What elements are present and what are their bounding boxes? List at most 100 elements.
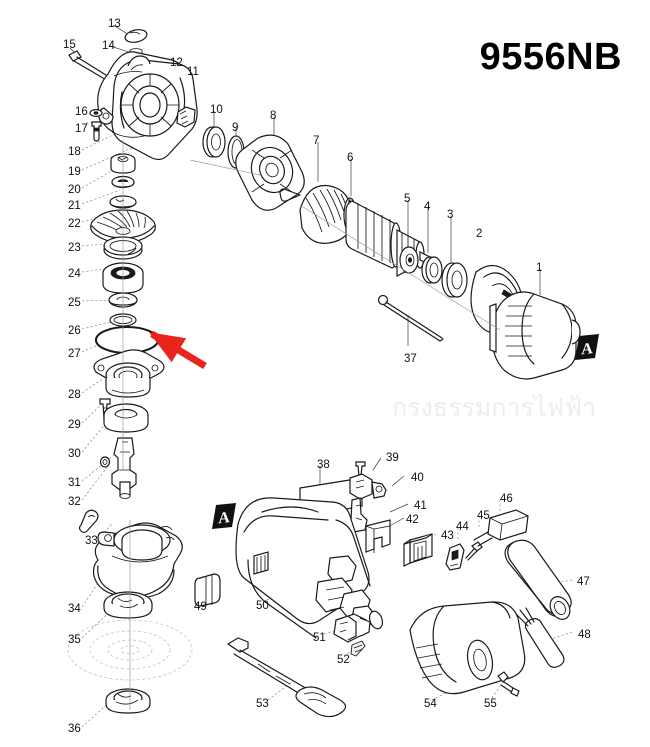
red-arrow [149,331,207,369]
part-10-ball-bearing [202,126,226,158]
part-34-wheel-guard [92,522,183,599]
part-51-switch-lever-holder [333,613,371,643]
part-15-screw [68,50,123,89]
part-callout-32: 32 [68,496,81,508]
part-44-carbon-brush [445,543,465,571]
svg-text:A: A [581,340,593,358]
part-12-gear-housing [97,51,198,161]
part-55-tapping-screw [497,671,520,697]
part-callout-14: 14 [102,40,115,52]
part-27-o-ring [94,325,160,355]
part-callout-47: 47 [577,576,590,588]
part-52-spring-pin [350,640,366,657]
part-13-cap [124,29,148,43]
part-callout-1: 1 [536,262,543,274]
part-callout-19: 19 [68,166,81,178]
part-callout-36: 36 [68,723,81,735]
part-callout-21: 21 [68,200,81,212]
part-45-screw [465,541,483,561]
part-callout-23: 23 [68,242,81,254]
part-callout-30: 30 [68,448,81,460]
part-28-bearing-retainer [93,349,165,398]
part-callout-51: 51 [313,632,326,644]
part-callout-7: 7 [313,135,320,147]
part-callout-33: 33 [85,535,98,547]
part-callout-55: 55 [484,698,497,710]
part-37-tube-shaft [377,294,444,342]
part-callout-24: 24 [68,268,81,280]
part-callout-28: 28 [68,389,81,401]
part-54-rear-cover [409,601,526,695]
part-callout-9: 9 [232,122,239,134]
part-callout-54: 54 [424,698,437,710]
part-callout-29: 29 [68,419,81,431]
part-callout-46: 46 [500,493,513,505]
part-callout-49: 49 [194,601,207,613]
part-callout-48: 48 [578,629,591,641]
part-3-ball-bearing [441,262,468,298]
part-callout-22: 22 [68,218,81,230]
part-47-side-handle [504,539,572,620]
part-31-spindle [111,437,137,499]
part-callout-4: 4 [424,201,431,213]
part-callout-42: 42 [406,514,419,526]
svg-text:A: A [218,509,230,527]
part-1-field-coil [489,291,581,380]
part-callout-2: 2 [476,228,483,240]
part-callout-39: 39 [386,452,399,464]
part-callout-18: 18 [68,146,81,158]
part-callout-5: 5 [404,193,411,205]
part-46-noise-suppressor [473,509,529,547]
part-48-power-cord [515,607,565,668]
section-marker-a-upper: A [575,334,599,360]
part-callout-40: 40 [411,472,424,484]
part-50-motor-housing [235,497,384,639]
part-callout-27: 27 [68,348,81,360]
part-30-ball-bearing [103,403,149,433]
part-11-pinion-gear [176,106,196,128]
page-title: 9556NB [479,36,622,78]
part-callout-31: 31 [68,477,81,489]
part-36-lock-nut [105,688,151,714]
watermark-text: กรงธรรมการไฟฟ้า [392,393,596,422]
part-40-switch [349,473,387,500]
part-callout-41: 41 [414,500,427,512]
part-callout-45: 45 [477,510,490,522]
part-callout-50: 50 [256,600,269,612]
part-callout-35: 35 [68,634,81,646]
part-35-inner-flange [103,591,153,619]
part-callout-6: 6 [347,152,354,164]
part-32-pin [99,456,111,468]
assembly-axis-gear [189,159,261,176]
part-53-switch-lever [226,637,347,718]
part-33-clamp-screw [78,509,99,534]
part-callout-25: 25 [68,297,81,309]
part-callout-17: 17 [75,123,88,135]
part-callout-44: 44 [456,521,469,533]
part-callout-20: 20 [68,184,81,196]
part-callout-8: 8 [270,110,277,122]
part-43-brush-holder [403,533,433,567]
part-42-brush-holder-cover [365,519,391,553]
part-callout-10: 10 [210,104,223,116]
part-callout-26: 26 [68,325,81,337]
part-17-lock-pin [91,121,102,142]
part-8-bearing-box [235,134,305,211]
part-callout-15: 15 [63,39,76,51]
part-49-rubber-cap [194,573,221,607]
part-callout-37: 37 [404,353,417,365]
part-16-steel-ball [89,108,103,117]
part-callout-13: 13 [108,18,121,30]
section-marker-a-lower: A [212,503,236,529]
part-callout-11: 11 [187,66,199,78]
assembly-axis-motor [299,204,501,331]
part-callout-12: 12 [170,57,183,69]
part-callout-34: 34 [68,603,81,615]
part-callout-43: 43 [441,530,454,542]
part-callout-3: 3 [447,209,454,221]
part-4-ball-bearing [421,256,443,284]
part-callout-38: 38 [317,459,330,471]
part-callout-53: 53 [256,698,269,710]
